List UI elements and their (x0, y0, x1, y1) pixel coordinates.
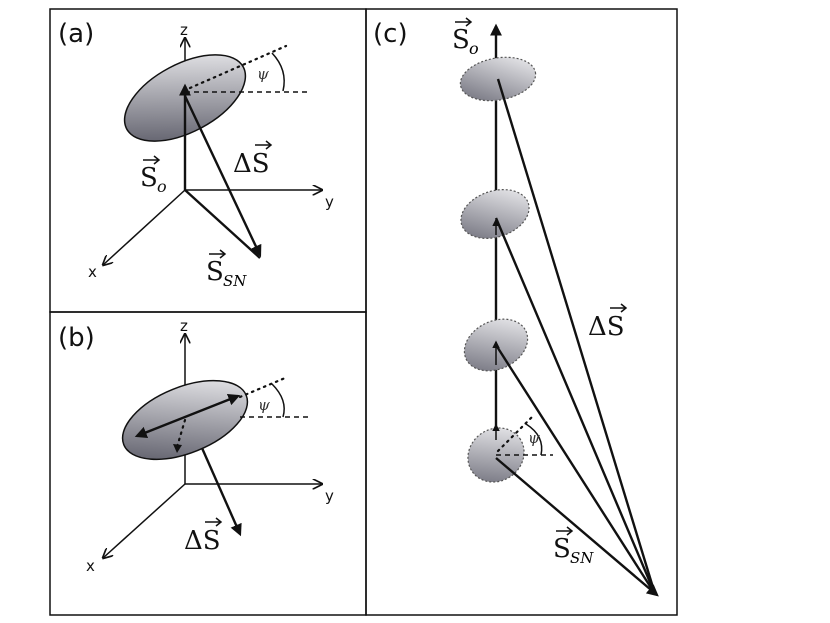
panel-a-y-label: y (325, 193, 334, 211)
panel-a-x-axis (103, 189, 186, 265)
panel-b-delta-s-vector (200, 447, 242, 537)
panel-c-s-sn-arrow-icon (556, 526, 574, 536)
panel-b-tilt-line (238, 376, 287, 399)
panel-c-delta-s-arrow-icon (610, 303, 628, 313)
panel-a-angle-arc (271, 52, 285, 92)
panel-c: (c) ψ S o ΔS S S (373, 17, 659, 597)
panel-a-s-o-label: S o (140, 155, 167, 196)
panel-a-tilt-line (188, 44, 288, 90)
panel-b-label: (b) (58, 323, 95, 353)
svg-text:S: S (452, 25, 470, 55)
panel-c-ellipse-2 (460, 188, 530, 240)
panel-b-dotted-arrow-head-icon (173, 444, 182, 453)
panel-a-s-sn-vector (184, 189, 261, 259)
panel-a-s-sn-arrow-icon (209, 249, 227, 259)
svg-text:o: o (157, 177, 167, 196)
panel-a-psi-label: ψ (257, 65, 269, 83)
svg-text:S: S (206, 257, 224, 287)
svg-text:ΔS: ΔS (233, 149, 270, 179)
panel-a-delta-s-vector (183, 95, 262, 258)
panel-c-frame (365, 8, 678, 616)
panel-b-delta-s-arrow-icon (205, 517, 223, 527)
panel-c-delta-s-line-2 (494, 217, 657, 595)
panel-c-delta-s-line-3 (494, 344, 657, 595)
panel-c-s-o-label: S o (452, 17, 479, 58)
svg-text:SN: SN (223, 272, 247, 290)
panel-c-delta-s-line-1 (496, 78, 657, 595)
svg-text:ΔS: ΔS (184, 526, 221, 556)
panel-c-s-sn-vector (495, 457, 659, 597)
panel-b-y-label: y (325, 487, 334, 505)
panel-a-delta-s-arrow-icon (255, 140, 273, 150)
panel-c-psi-label: ψ (528, 429, 540, 447)
panel-b-dotted-arrow (175, 418, 187, 449)
svg-text:S: S (553, 534, 571, 564)
panel-b-in-plane-vector (134, 393, 241, 439)
panel-a-x-label: x (88, 263, 97, 281)
panel-a-s-sn-label: S SN (206, 249, 247, 290)
svg-text:SN: SN (570, 549, 594, 567)
svg-text:o: o (469, 39, 479, 58)
panel-c-s-sn-label: S SN (553, 526, 594, 567)
panel-b: (b) z y x ψ ΔS (58, 317, 334, 575)
panel-a-label: (a) (58, 19, 94, 49)
panel-b-psi-label: ψ (258, 396, 270, 414)
panel-a: (a) z y x ψ S o ΔS S SN (58, 19, 334, 290)
svg-text:S: S (140, 163, 158, 193)
panel-b-angle-arc (271, 383, 285, 418)
panel-c-s-o-arrow-icon (455, 17, 473, 27)
svg-text:ΔS: ΔS (588, 312, 625, 342)
panel-b-delta-s-label: ΔS (184, 517, 223, 556)
panel-b-x-label: x (86, 557, 95, 575)
panel-c-label: (c) (373, 19, 408, 49)
panel-c-delta-s-label: ΔS (588, 303, 628, 342)
panel-a-z-label: z (180, 21, 188, 39)
panel-c-tilt-line (496, 415, 534, 453)
panel-c-angle-arc (525, 423, 543, 456)
panel-a-delta-s-label: ΔS (233, 140, 273, 179)
panel-b-z-label: z (180, 317, 188, 335)
panel-b-x-axis (103, 483, 186, 558)
panel-a-s-o-arrow-icon (143, 155, 161, 165)
